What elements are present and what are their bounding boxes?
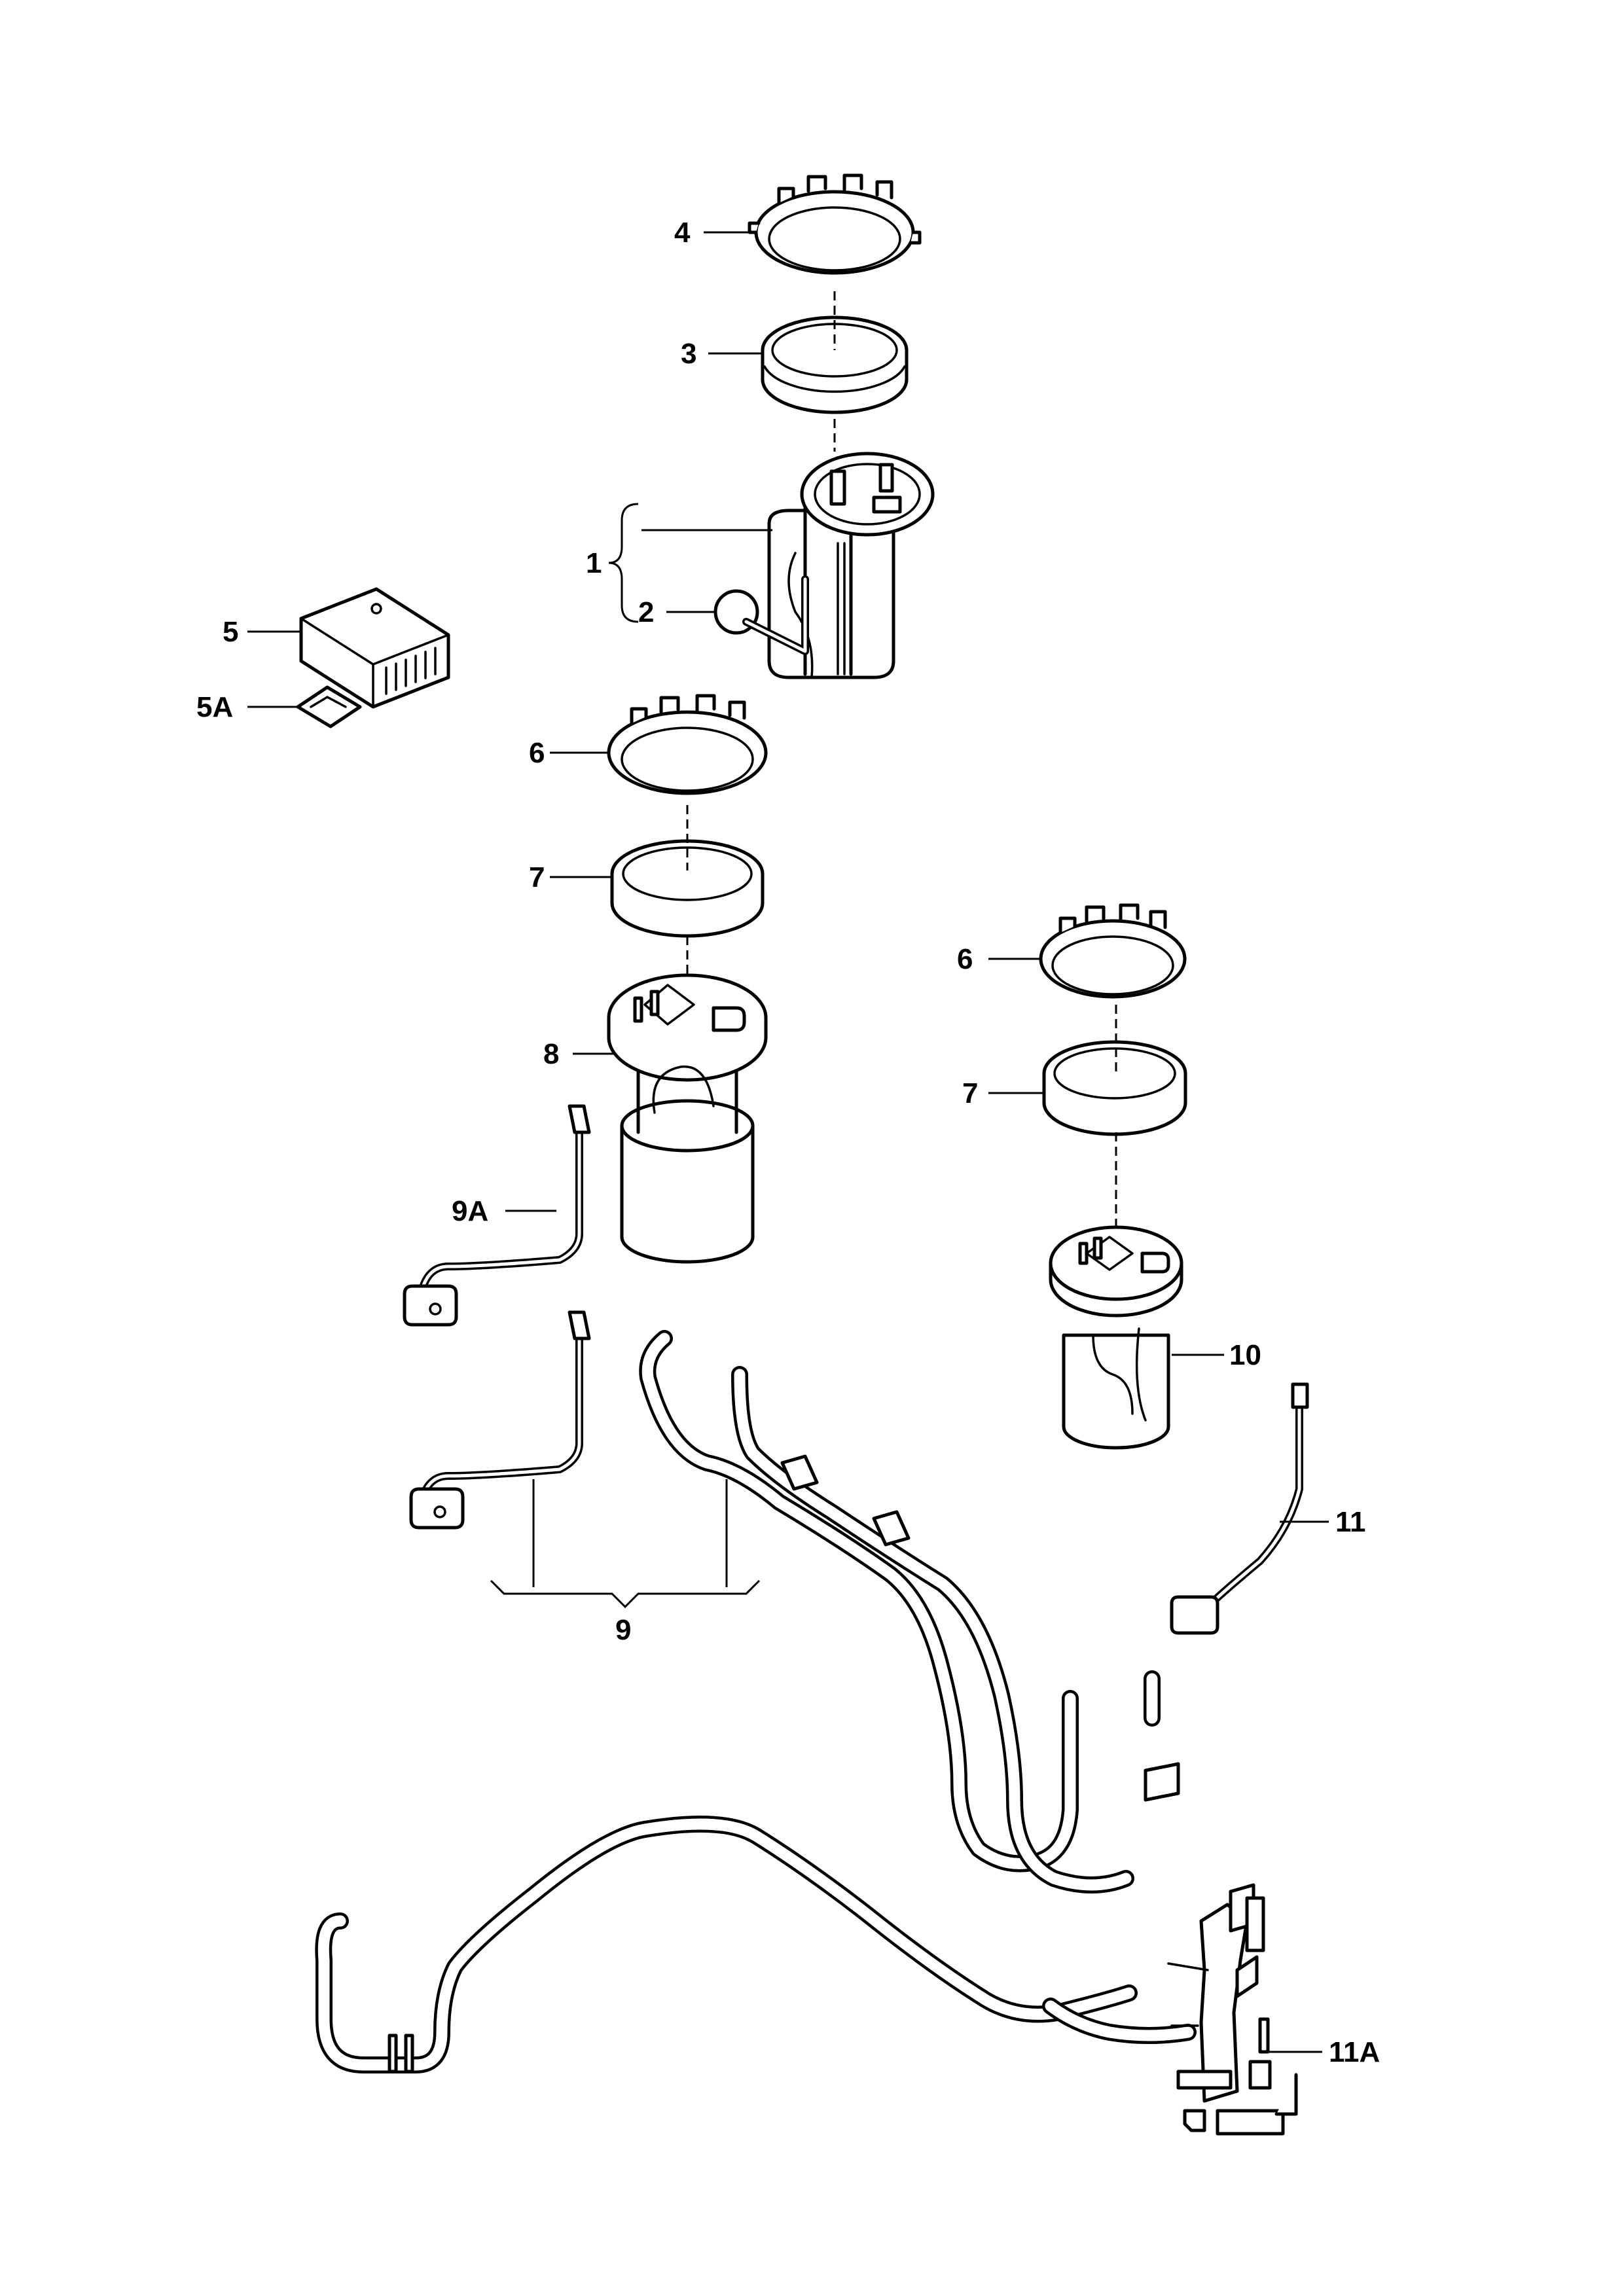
callout-11: 11 xyxy=(1335,1506,1366,1538)
part-7-seal-right xyxy=(1042,1040,1187,1136)
callout-5: 5 xyxy=(223,616,238,648)
callout-8: 8 xyxy=(543,1038,559,1070)
part-11a-fuel-line-assembly xyxy=(315,1816,1298,2136)
leader-lines xyxy=(247,231,1329,2053)
part-3-seal xyxy=(761,315,909,414)
part-6-locking-ring-right xyxy=(1039,903,1187,999)
part-5-connector xyxy=(299,587,450,709)
part-11-level-sender xyxy=(1170,1382,1309,1635)
part-7-seal-left xyxy=(610,839,765,938)
callout-5a: 5A xyxy=(196,691,233,723)
callout-labels: 4 3 1 2 5 5A 6 7 8 9A 6 7 10 11 9 11A xyxy=(196,217,1380,2068)
callout-10: 10 xyxy=(1229,1339,1261,1371)
callout-2: 2 xyxy=(638,596,654,628)
callout-9: 9 xyxy=(615,1614,631,1646)
callout-4: 4 xyxy=(674,217,691,249)
callout-6-left: 6 xyxy=(529,737,545,769)
part-9-sender-and-lines xyxy=(409,1310,1180,1893)
callout-6-right: 6 xyxy=(957,943,973,975)
part-8-fuel-pump xyxy=(607,973,768,1264)
part-10-fuel-pump xyxy=(1049,1225,1183,1450)
part-1-fuel-pump-module xyxy=(767,452,935,679)
part-4-locking-ring xyxy=(748,173,922,275)
callout-1: 1 xyxy=(586,547,602,579)
callout-11a: 11A xyxy=(1329,2036,1380,2068)
callout-7-right: 7 xyxy=(962,1077,978,1109)
callout-7-left: 7 xyxy=(529,861,545,893)
callout-9a: 9A xyxy=(452,1195,488,1227)
part-5a-clip xyxy=(296,685,362,728)
part-6-locking-ring-left xyxy=(607,694,768,795)
callout-3: 3 xyxy=(681,338,696,370)
part-9a-level-sender xyxy=(403,1104,591,1327)
